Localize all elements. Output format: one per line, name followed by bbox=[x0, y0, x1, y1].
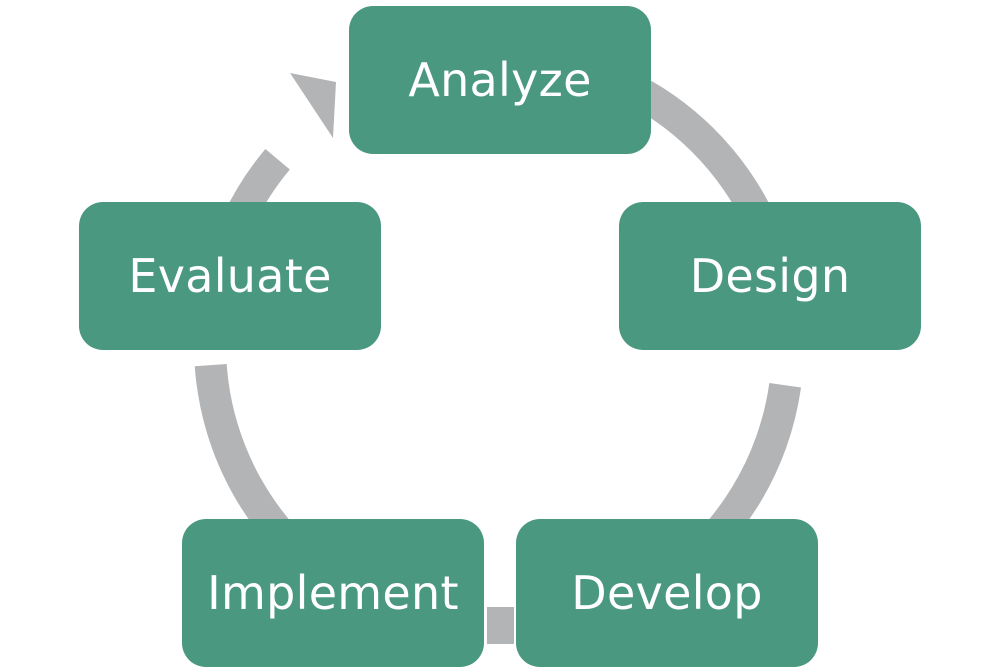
stage-develop-box: Develop bbox=[516, 519, 818, 667]
stage-implement-box: Implement bbox=[182, 519, 484, 667]
stage-design-box: Design bbox=[619, 202, 921, 350]
arrowhead-to-analyze bbox=[290, 73, 336, 138]
stage-evaluate-label: Evaluate bbox=[128, 249, 332, 303]
arc-implement-to-evaluate bbox=[194, 364, 343, 595]
connector-develop-to-implement bbox=[487, 607, 514, 644]
stage-analyze-box: Analyze bbox=[349, 6, 651, 154]
stage-design-label: Design bbox=[689, 249, 851, 303]
stage-implement-label: Implement bbox=[207, 566, 459, 620]
stage-evaluate-box: Evaluate bbox=[79, 202, 381, 350]
stage-analyze-label: Analyze bbox=[408, 53, 592, 107]
stage-develop-label: Develop bbox=[571, 566, 763, 620]
